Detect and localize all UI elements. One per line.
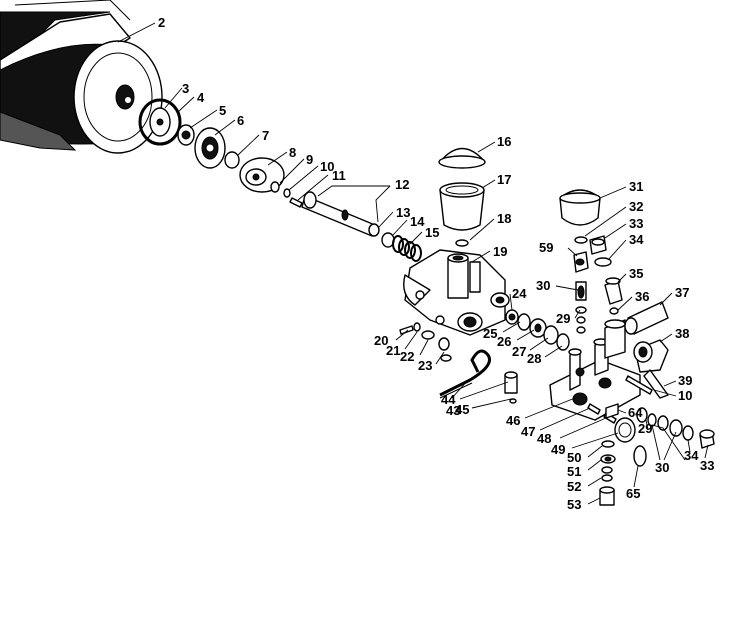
callout-35: 35 [629, 266, 643, 281]
callout-20: 20 [374, 333, 388, 348]
callout-10b: 10 [678, 388, 692, 403]
callout-44: 44 [441, 392, 456, 407]
callout-65: 65 [626, 486, 640, 501]
callout-33b: 33 [700, 458, 714, 473]
callout-3: 3 [182, 81, 189, 96]
callout-23: 23 [418, 358, 432, 373]
callout-27: 27 [512, 344, 526, 359]
callout-28: 28 [527, 351, 541, 366]
callout-11: 11 [332, 168, 346, 183]
seal-pack [505, 309, 570, 351]
callout-50: 50 [567, 450, 581, 465]
callout-labels: 2 3 4 5 6 7 8 9 10 11 12 13 14 15 16 17 … [158, 15, 714, 512]
callout-48: 48 [537, 431, 551, 446]
callout-2: 2 [158, 15, 165, 30]
valve-stack-top [559, 189, 669, 399]
o-ring-4 [138, 98, 182, 146]
callout-5: 5 [219, 103, 226, 118]
callout-19: 19 [493, 244, 507, 259]
callout-30b: 30 [655, 460, 669, 475]
o-ring-65 [633, 445, 647, 467]
callout-52: 52 [567, 479, 581, 494]
callout-29: 29 [556, 311, 570, 326]
callout-22: 22 [400, 349, 414, 364]
manifold-block [549, 319, 641, 443]
callout-33: 33 [629, 216, 643, 231]
ring-13 [368, 223, 380, 237]
callout-36: 36 [635, 289, 649, 304]
callout-7: 7 [262, 128, 269, 143]
callout-25: 25 [483, 326, 497, 341]
callout-32: 32 [629, 199, 643, 214]
callout-24: 24 [512, 286, 527, 301]
callout-51: 51 [567, 464, 581, 479]
callout-10: 10 [320, 159, 334, 174]
washer-7 [224, 151, 240, 169]
callout-15: 15 [425, 225, 439, 240]
callout-49: 49 [551, 442, 565, 457]
callout-8: 8 [289, 145, 296, 160]
callout-43: 43 [446, 403, 460, 418]
callout-34: 34 [629, 232, 644, 247]
callout-29b: 29 [638, 421, 652, 436]
callout-46: 46 [506, 413, 520, 428]
callout-39: 39 [678, 373, 692, 388]
ring-18 [455, 239, 469, 247]
callout-13: 13 [396, 205, 410, 220]
ring-9 [270, 181, 280, 193]
bottom-valve-stack [599, 440, 616, 506]
callout-14: 14 [410, 214, 425, 229]
callout-59: 59 [539, 240, 553, 255]
spring-29-30 [575, 281, 587, 334]
callout-31: 31 [629, 179, 643, 194]
electric-motor [0, 0, 163, 154]
pump-housing-19 [403, 249, 510, 336]
callout-38: 38 [675, 326, 689, 341]
callout-45: 45 [455, 402, 469, 417]
callout-21: 21 [386, 343, 400, 358]
callout-64: 64 [628, 405, 643, 420]
block-64 [605, 403, 619, 419]
callout-6: 6 [237, 113, 244, 128]
hose-assembly [439, 349, 518, 404]
screw-11 [289, 197, 303, 208]
callout-16: 16 [497, 134, 511, 149]
callout-26: 26 [497, 334, 511, 349]
leader-lines [117, 22, 709, 505]
bowl-17 [439, 189, 485, 231]
callout-30: 30 [536, 278, 550, 293]
callout-4: 4 [197, 90, 205, 105]
callout-12: 12 [395, 177, 409, 192]
clip-10 [283, 188, 291, 198]
housing-bolts [399, 322, 452, 362]
callout-53: 53 [567, 497, 581, 512]
callout-37: 37 [675, 285, 689, 300]
callout-17: 17 [497, 172, 511, 187]
shaft-components [138, 98, 422, 262]
callout-9: 9 [306, 152, 313, 167]
spring-15 [392, 235, 422, 262]
callout-47: 47 [521, 424, 535, 439]
reservoir-assembly [438, 147, 486, 247]
callout-18: 18 [497, 211, 511, 226]
right-fittings [605, 403, 715, 467]
callout-34b: 34 [684, 448, 699, 463]
